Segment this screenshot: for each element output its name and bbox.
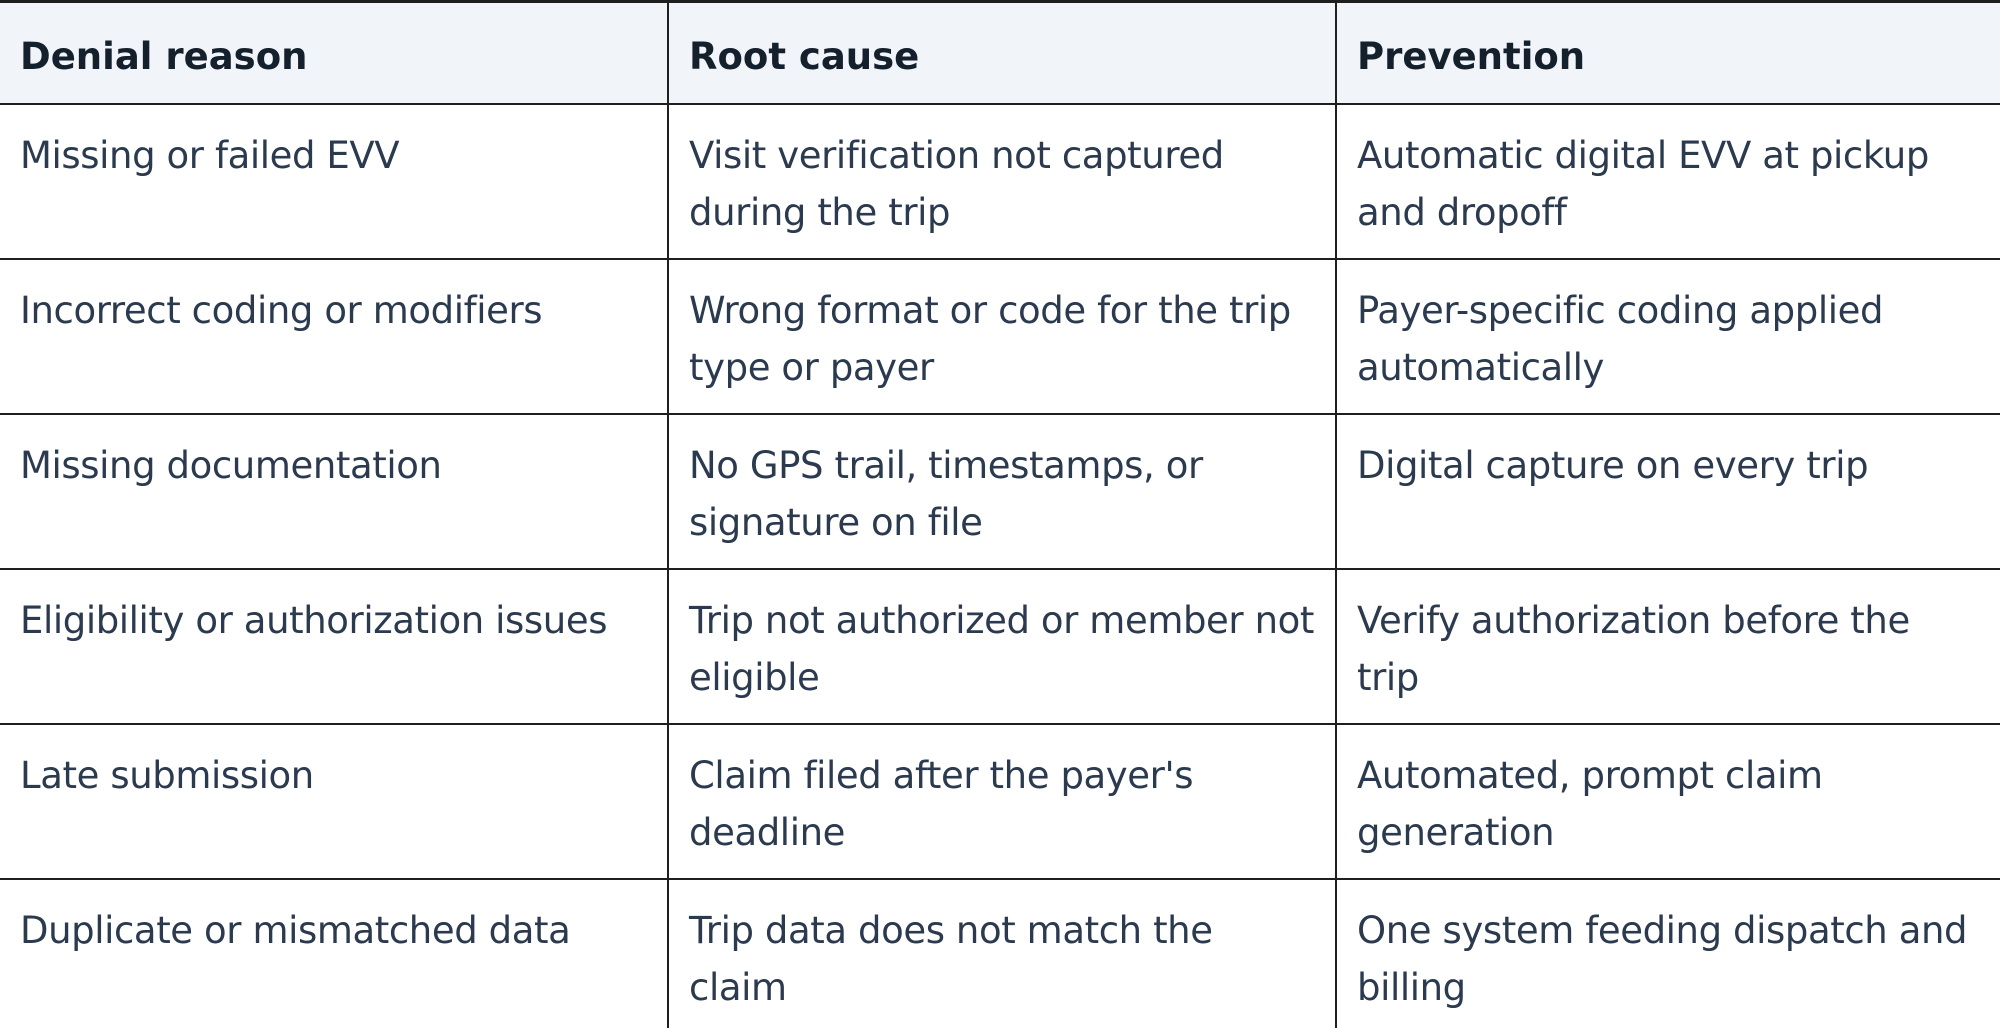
table-header-row: Denial reason Root cause Prevention <box>0 0 2000 105</box>
table-row: Late submission Claim filed after the pa… <box>0 722 2000 880</box>
prevention-cell: One system feeding dispatch and billing <box>1335 877 2000 1028</box>
table-row: Eligibility or authorization issues Trip… <box>0 567 2000 725</box>
prevention-cell: Payer-specific coding applied automatica… <box>1335 257 2000 415</box>
root-cause-cell: Trip data does not match the claim <box>667 877 1337 1028</box>
prevention-cell: Verify authorization before the trip <box>1335 567 2000 725</box>
root-cause-cell: Wrong format or code for the trip type o… <box>667 257 1337 415</box>
header-denial-reason: Denial reason <box>0 0 669 105</box>
prevention-cell: Automated, prompt claim generation <box>1335 722 2000 880</box>
table-row: Incorrect coding or modifiers Wrong form… <box>0 257 2000 415</box>
denial-reason-cell: Eligibility or authorization issues <box>0 567 669 725</box>
root-cause-cell: Trip not authorized or member not eligib… <box>667 567 1337 725</box>
root-cause-cell: Visit verification not captured during t… <box>667 102 1337 260</box>
table-row: Missing or failed EVV Visit verification… <box>0 102 2000 260</box>
denial-reason-cell: Missing documentation <box>0 412 669 570</box>
denial-reason-cell: Late submission <box>0 722 669 880</box>
denial-reason-cell: Incorrect coding or modifiers <box>0 257 669 415</box>
denial-reason-cell: Duplicate or mismatched data <box>0 877 669 1028</box>
root-cause-cell: Claim filed after the payer's deadline <box>667 722 1337 880</box>
prevention-cell: Automatic digital EVV at pickup and drop… <box>1335 102 2000 260</box>
prevention-cell: Digital capture on every trip <box>1335 412 2000 570</box>
table-row: Duplicate or mismatched data Trip data d… <box>0 877 2000 1028</box>
denial-reason-cell: Missing or failed EVV <box>0 102 669 260</box>
root-cause-cell: No GPS trail, timestamps, or signature o… <box>667 412 1337 570</box>
header-root-cause: Root cause <box>667 0 1337 105</box>
header-prevention: Prevention <box>1335 0 2000 105</box>
table-row: Missing documentation No GPS trail, time… <box>0 412 2000 570</box>
